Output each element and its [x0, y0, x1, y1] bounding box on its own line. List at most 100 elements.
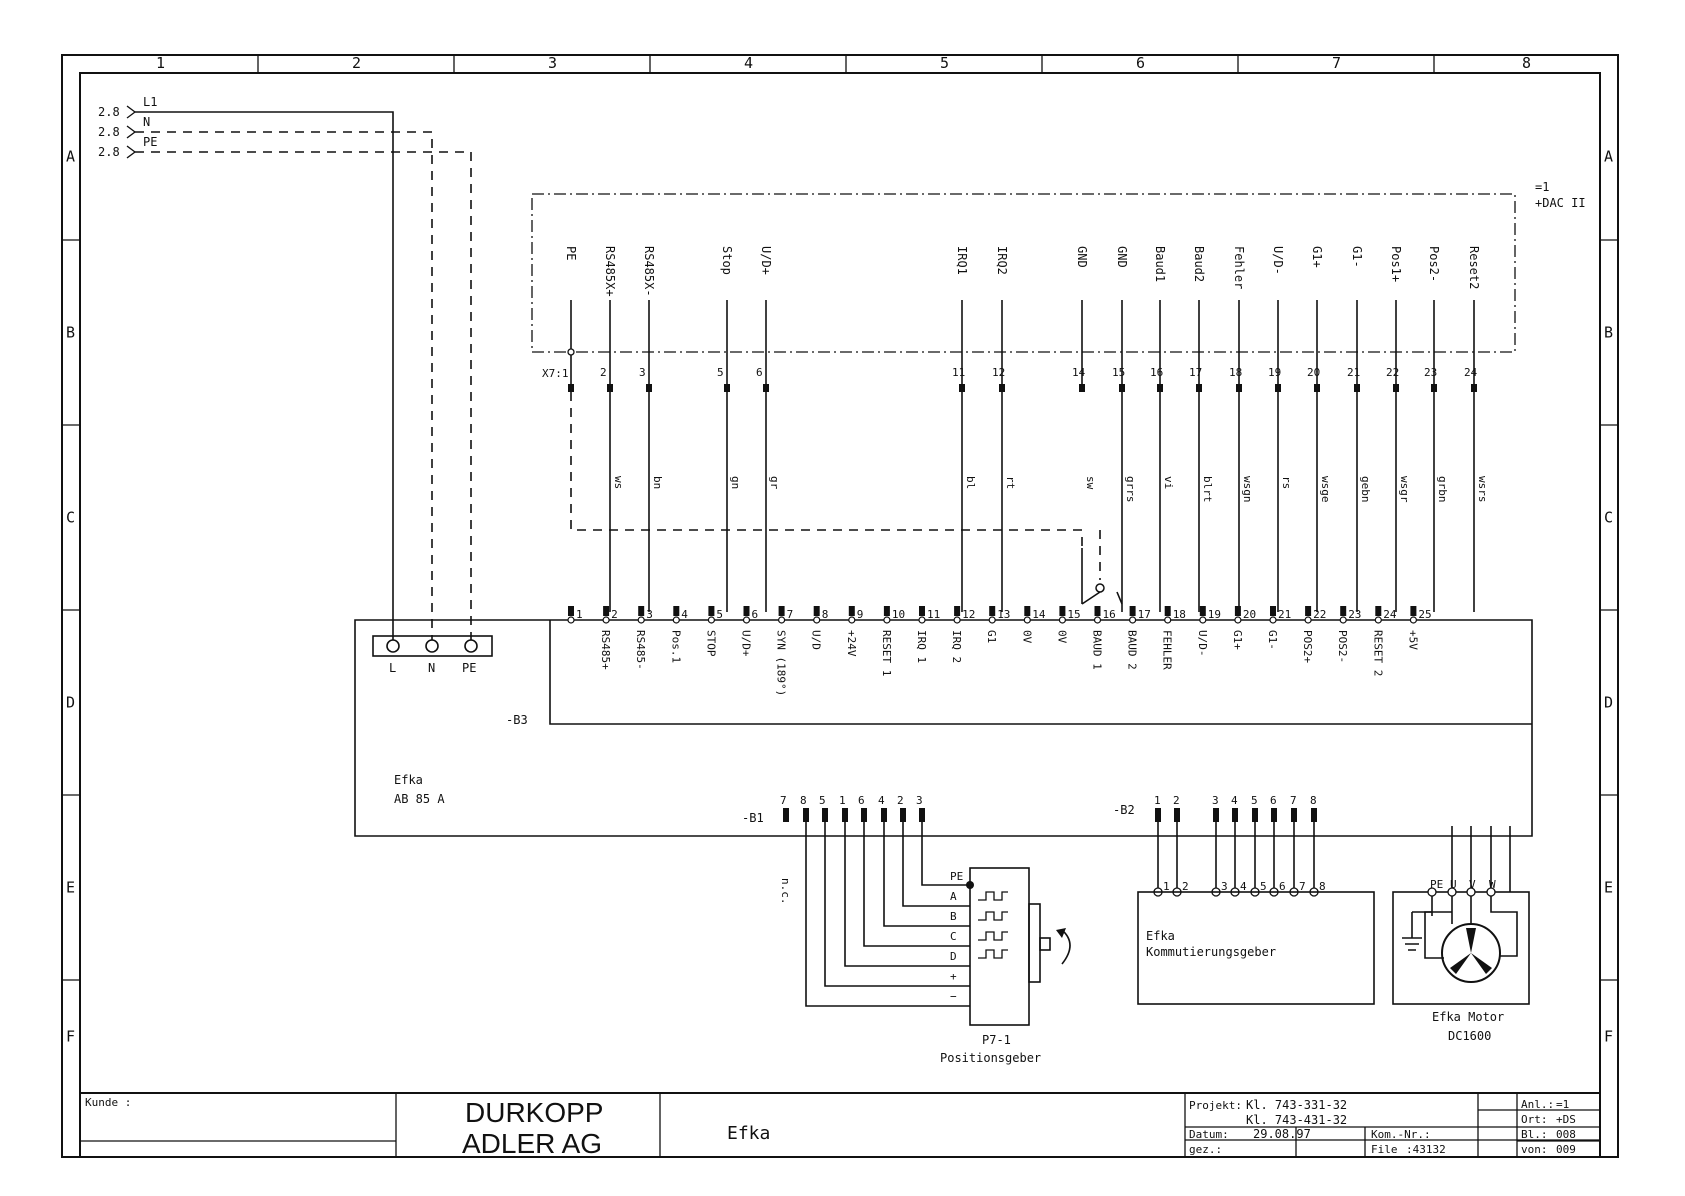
column-label-6: 6 — [1136, 54, 1145, 72]
encoder-hub — [1039, 937, 1051, 951]
commutation-pin-3: 3 — [1221, 880, 1228, 893]
board-pin-25: 25 — [1418, 608, 1431, 621]
datum-label: Datum: — [1189, 1128, 1229, 1141]
row-label-right-F: F — [1604, 1028, 1613, 1046]
board-pin-4: 4 — [681, 608, 688, 621]
board-pin-socket — [1058, 616, 1067, 624]
dac-pin-12: 12 — [992, 366, 1005, 379]
dac-pin-marker — [1471, 384, 1477, 392]
row-label-left-B: B — [66, 324, 75, 342]
gnd-link-node — [1095, 583, 1105, 593]
board-pin-12: 12 — [962, 608, 975, 621]
motor-terminal-node — [1447, 887, 1457, 897]
board-pin-8: 8 — [822, 608, 829, 621]
board-pin-socket — [637, 616, 645, 624]
board-pin-socket — [567, 616, 575, 624]
commutation-pin-5: 5 — [1260, 880, 1267, 893]
board-pin-14: 14 — [1032, 608, 1046, 621]
b1-pin-marker — [803, 808, 809, 822]
drawing-title: Efka — [727, 1123, 770, 1144]
board-pin-23: 23 — [1348, 608, 1361, 621]
b2-pin-label-6: 6 — [1270, 794, 1277, 807]
dac-label-1: =1 — [1535, 180, 1549, 194]
b1-pin-label-2: 2 — [897, 794, 904, 807]
dac-label-2: +DAC II — [1535, 196, 1586, 210]
pulse-waveform-icon — [978, 911, 1008, 921]
commutation-pin-4: 4 — [1240, 880, 1247, 893]
b2-ref: -B2 — [1113, 803, 1135, 817]
dac-pin-20: 20 — [1307, 366, 1320, 379]
board-pin-socket — [1409, 616, 1418, 624]
row-label-left-C: C — [66, 509, 75, 527]
dac-pin-marker — [724, 384, 730, 392]
board-pin-name-12: IRQ 2 — [950, 630, 963, 663]
wire-color-6: rt — [1004, 476, 1017, 489]
board-pin-24: 24 — [1383, 608, 1397, 621]
row-label-right-B: B — [1604, 324, 1613, 342]
commutation-pin-7: 7 — [1299, 880, 1306, 893]
board-pin-13: 13 — [997, 608, 1010, 621]
board-pin-marker — [708, 606, 715, 616]
encoder-shaft — [1028, 903, 1041, 983]
board-pin-name-2: RS485+ — [599, 630, 612, 670]
dac-pin-marker — [1314, 384, 1320, 392]
column-label-8: 8 — [1522, 54, 1531, 72]
dac-signal-13: G1+ — [1310, 246, 1324, 268]
gnd-link-ends — [1081, 548, 1123, 605]
b1-pin-marker — [881, 808, 887, 822]
dac-signal-6: IRQ2 — [995, 246, 1009, 275]
motor-rotor-icon — [1450, 928, 1492, 974]
pe-return-dashed — [570, 392, 1083, 548]
dac-signal-16: Pos2- — [1427, 246, 1441, 282]
encoder-terminal-3: C — [950, 930, 957, 943]
dac-pin-marker — [568, 384, 574, 392]
motor-line-2: DC1600 — [1448, 1029, 1491, 1043]
encoder-terminal-4: D — [950, 950, 957, 963]
row-dividers — [62, 239, 1618, 981]
board-pin-socket — [672, 616, 680, 624]
board-pin-name-10: RESET 1 — [880, 630, 893, 676]
dac-signal-15: Pos1+ — [1389, 246, 1403, 282]
b1-pin-label-8: 8 — [800, 794, 807, 807]
b1-pin-label-6: 6 — [858, 794, 865, 807]
dac-pin-marker — [607, 384, 613, 392]
column-label-4: 4 — [744, 54, 753, 72]
encoder-name: P7-1 — [982, 1033, 1011, 1047]
encoder-terminal-6: − — [950, 990, 957, 1003]
gez-label: gez.: — [1189, 1143, 1222, 1156]
board-pin-marker — [813, 606, 820, 616]
terminal-label-n: N — [428, 661, 435, 675]
b2-pin-marker — [1213, 808, 1219, 822]
encoder-wire — [844, 822, 970, 967]
b1-pin-marker — [919, 808, 925, 822]
dac-pin-17: 17 — [1189, 366, 1202, 379]
board-pin-marker — [1164, 606, 1171, 616]
dac-pin-14: 14 — [1072, 366, 1086, 379]
inner-frame — [79, 72, 1601, 1158]
anl-label: Anl.: — [1521, 1098, 1554, 1111]
motor-terminal-U: U — [1450, 878, 1457, 891]
board-pin-socket — [918, 616, 926, 624]
dac-connector-label: X7:1 — [542, 367, 569, 380]
board-pin-socket — [707, 616, 716, 624]
board-pin-marker — [603, 606, 610, 616]
dac-signal-4: U/D+ — [759, 246, 773, 275]
board-pin-marker — [1234, 606, 1241, 616]
dac-pin-16: 16 — [1150, 366, 1163, 379]
von-label: von: — [1521, 1143, 1548, 1156]
wire-color-3: gn — [729, 476, 742, 489]
dac-pin-5: 5 — [717, 366, 724, 379]
ort-label: Ort: — [1521, 1113, 1548, 1126]
board-pin-6: 6 — [752, 608, 759, 621]
board-pin-socket — [813, 616, 821, 624]
board-pin-socket — [883, 616, 891, 624]
row-label-right-E: E — [1604, 879, 1613, 897]
wire-color-14: gebn — [1359, 476, 1372, 503]
board-pin-marker — [1059, 606, 1066, 616]
board-pin-20: 20 — [1243, 608, 1256, 621]
dac-pin-22: 22 — [1386, 366, 1399, 379]
anl-value: =1 — [1556, 1098, 1569, 1111]
board-pin-15: 15 — [1067, 608, 1080, 621]
